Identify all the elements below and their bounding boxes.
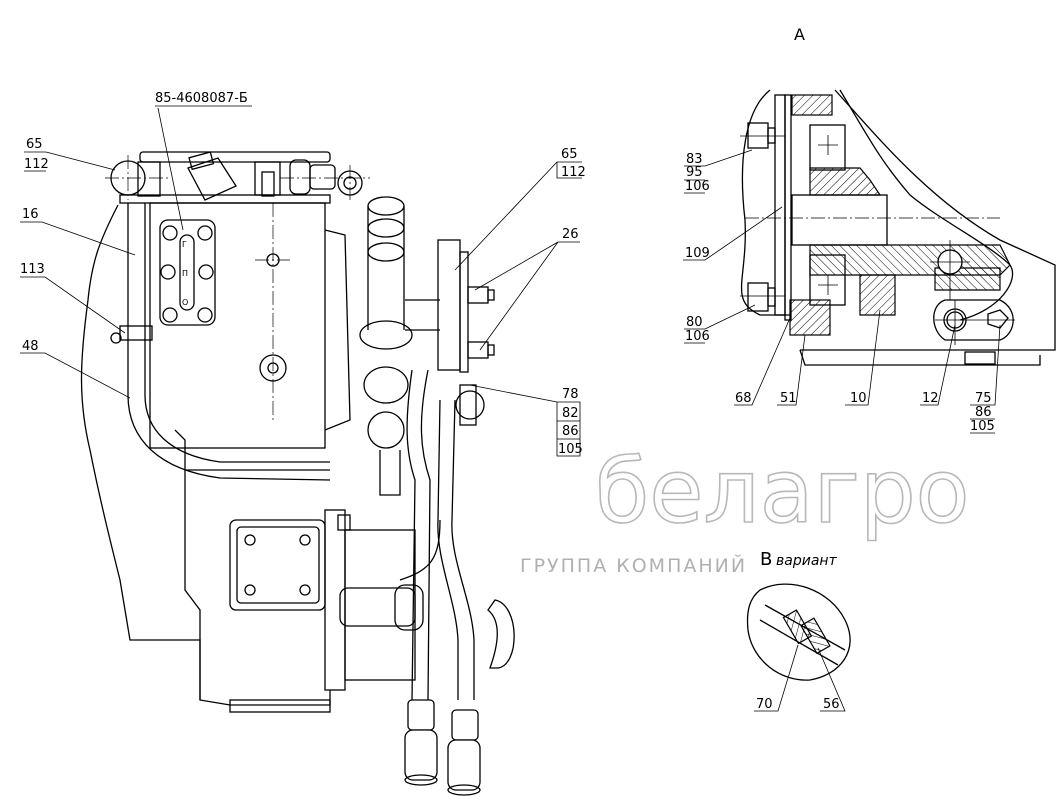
view-a-callouts: 83 95 106 109 80 106 68 51 10 12 75 86 1…: [683, 149, 1001, 434]
callout-113: 113: [20, 262, 45, 277]
main-callouts: 85-4608087-Б 65 112 16 113 48 65 112 26 …: [20, 91, 586, 457]
watermark-brand: белагро: [595, 440, 970, 543]
variant-b-view: В вариант 70 56: [746, 549, 851, 712]
callout-65: 65: [26, 137, 43, 152]
variant-b-letter: В: [760, 549, 772, 570]
casing-contour: [80, 204, 331, 706]
callout-86-a: 86: [975, 405, 992, 420]
callout-10: 10: [850, 391, 867, 406]
callout-78: 78: [562, 387, 579, 402]
callout-86: 86: [562, 424, 579, 439]
callout-26: 26: [562, 227, 579, 242]
valve-block: [405, 239, 495, 426]
part-number-label: 85-4608087-Б: [155, 91, 248, 106]
view-a-section: А: [740, 25, 1056, 366]
lower-pump: [229, 509, 424, 713]
fitting-right: [280, 159, 370, 200]
watermark-tagline: ГРУППА КОМПАНИЙ: [520, 554, 747, 577]
pipe-16-48: [110, 203, 331, 481]
break-contour-left: [740, 89, 790, 316]
callout-109: 109: [685, 246, 710, 261]
plate-mark-o: О: [182, 298, 188, 307]
callout-105-a: 105: [970, 419, 995, 434]
main-assembly: Г П О: [80, 151, 515, 796]
callout-51: 51: [780, 391, 797, 406]
callout-75: 75: [975, 391, 992, 406]
callout-106-top: 106: [685, 179, 710, 194]
fitting-left: [105, 155, 170, 200]
watermark: белагро ГРУППА КОМПАНИЙ: [520, 439, 970, 577]
callout-56: 56: [823, 697, 840, 712]
callout-83: 83: [686, 152, 703, 167]
coupling-stack: [359, 196, 413, 496]
plate-with-bolts: Г П О: [159, 219, 216, 326]
callout-48: 48: [22, 339, 39, 354]
callout-82: 82: [562, 406, 579, 421]
variant-b-text: вариант: [776, 553, 838, 569]
callout-70: 70: [756, 697, 773, 712]
valve-top: [187, 151, 237, 201]
callout-68: 68: [735, 391, 752, 406]
callout-65-right: 65: [561, 147, 578, 162]
callout-105: 105: [558, 442, 583, 457]
callout-112: 112: [24, 157, 49, 172]
callout-112-right: 112: [561, 165, 586, 180]
plate-mark-p: П: [182, 269, 188, 278]
hoses: [399, 369, 515, 796]
callout-95: 95: [686, 165, 703, 180]
callout-12: 12: [922, 391, 939, 406]
callout-80: 80: [686, 315, 703, 330]
view-a-title: А: [794, 25, 805, 44]
callout-16: 16: [22, 207, 39, 222]
plate-mark-g: Г: [182, 240, 187, 249]
callout-106-bottom: 106: [685, 329, 710, 344]
